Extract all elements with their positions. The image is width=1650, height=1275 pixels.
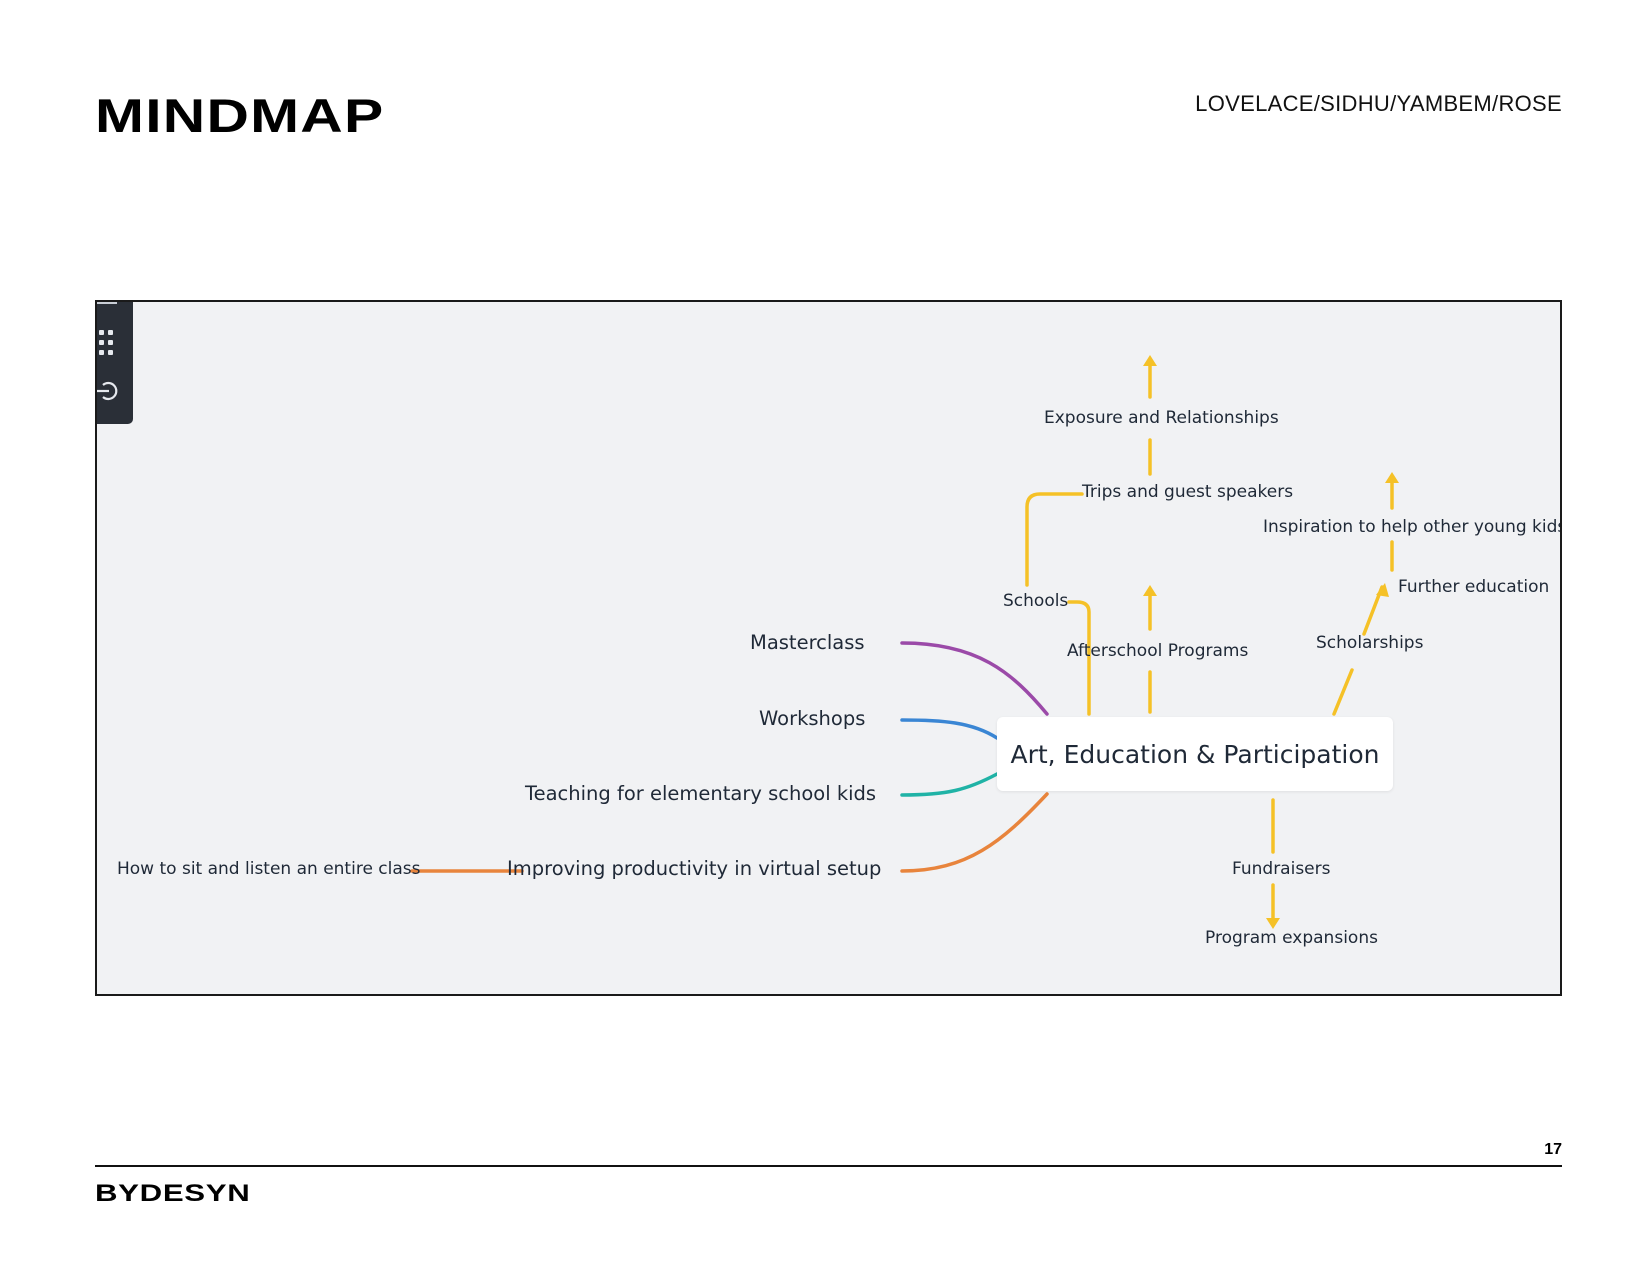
authors-label: LOVELACE/SIDHU/YAMBEM/ROSE <box>1195 91 1562 116</box>
mindmap-toolbar <box>97 302 133 424</box>
arrow-program-expansions <box>1266 918 1280 929</box>
grid-icon[interactable] <box>99 330 115 356</box>
arrow-further <box>1376 583 1389 597</box>
node-program-expansions[interactable]: Program expansions <box>1205 928 1378 948</box>
page-title: MINDMAP <box>95 89 385 142</box>
node-masterclass[interactable]: Masterclass <box>750 631 865 654</box>
connector-teaching <box>900 772 999 797</box>
node-scholarships[interactable]: Scholarships <box>1316 633 1424 653</box>
connector-trips <box>1025 492 1084 587</box>
brand-logo: BYDESYN <box>95 1180 251 1207</box>
arrow-inspiration <box>1385 472 1399 483</box>
node-productivity[interactable]: Improving productivity in virtual setup <box>507 857 882 880</box>
mindmap-connectors <box>410 355 1399 929</box>
arrow-afterschool <box>1143 585 1157 596</box>
page-number: 17 <box>1544 1141 1562 1158</box>
node-sit-listen[interactable]: How to sit and listen an entire class <box>117 859 421 879</box>
connector-workshops <box>900 718 999 740</box>
node-further-education[interactable]: Further education <box>1398 577 1550 597</box>
connector-masterclass <box>900 641 1049 716</box>
node-center[interactable]: Art, Education & Participation <box>997 717 1393 791</box>
node-afterschool[interactable]: Afterschool Programs <box>1067 641 1249 661</box>
node-inspiration[interactable]: Inspiration to help other young kids <box>1263 517 1562 537</box>
node-schools[interactable]: Schools <box>1003 591 1069 611</box>
connector-productivity <box>900 792 1049 873</box>
mindmap-canvas[interactable]: Masterclass Workshops Teaching for eleme… <box>95 300 1562 996</box>
arrow-exposure <box>1143 355 1157 366</box>
node-exposure[interactable]: Exposure and Relationships <box>1044 408 1279 428</box>
node-teaching[interactable]: Teaching for elementary school kids <box>525 782 877 805</box>
exit-icon[interactable] <box>97 380 119 402</box>
node-fundraisers[interactable]: Fundraisers <box>1232 859 1331 879</box>
connector-scholarships <box>1332 668 1354 716</box>
toolbar-handle <box>97 302 117 304</box>
node-trips[interactable]: Trips and guest speakers <box>1082 482 1294 502</box>
footer-divider <box>95 1165 1562 1167</box>
connector-schools <box>1067 600 1091 716</box>
node-workshops[interactable]: Workshops <box>759 707 866 730</box>
